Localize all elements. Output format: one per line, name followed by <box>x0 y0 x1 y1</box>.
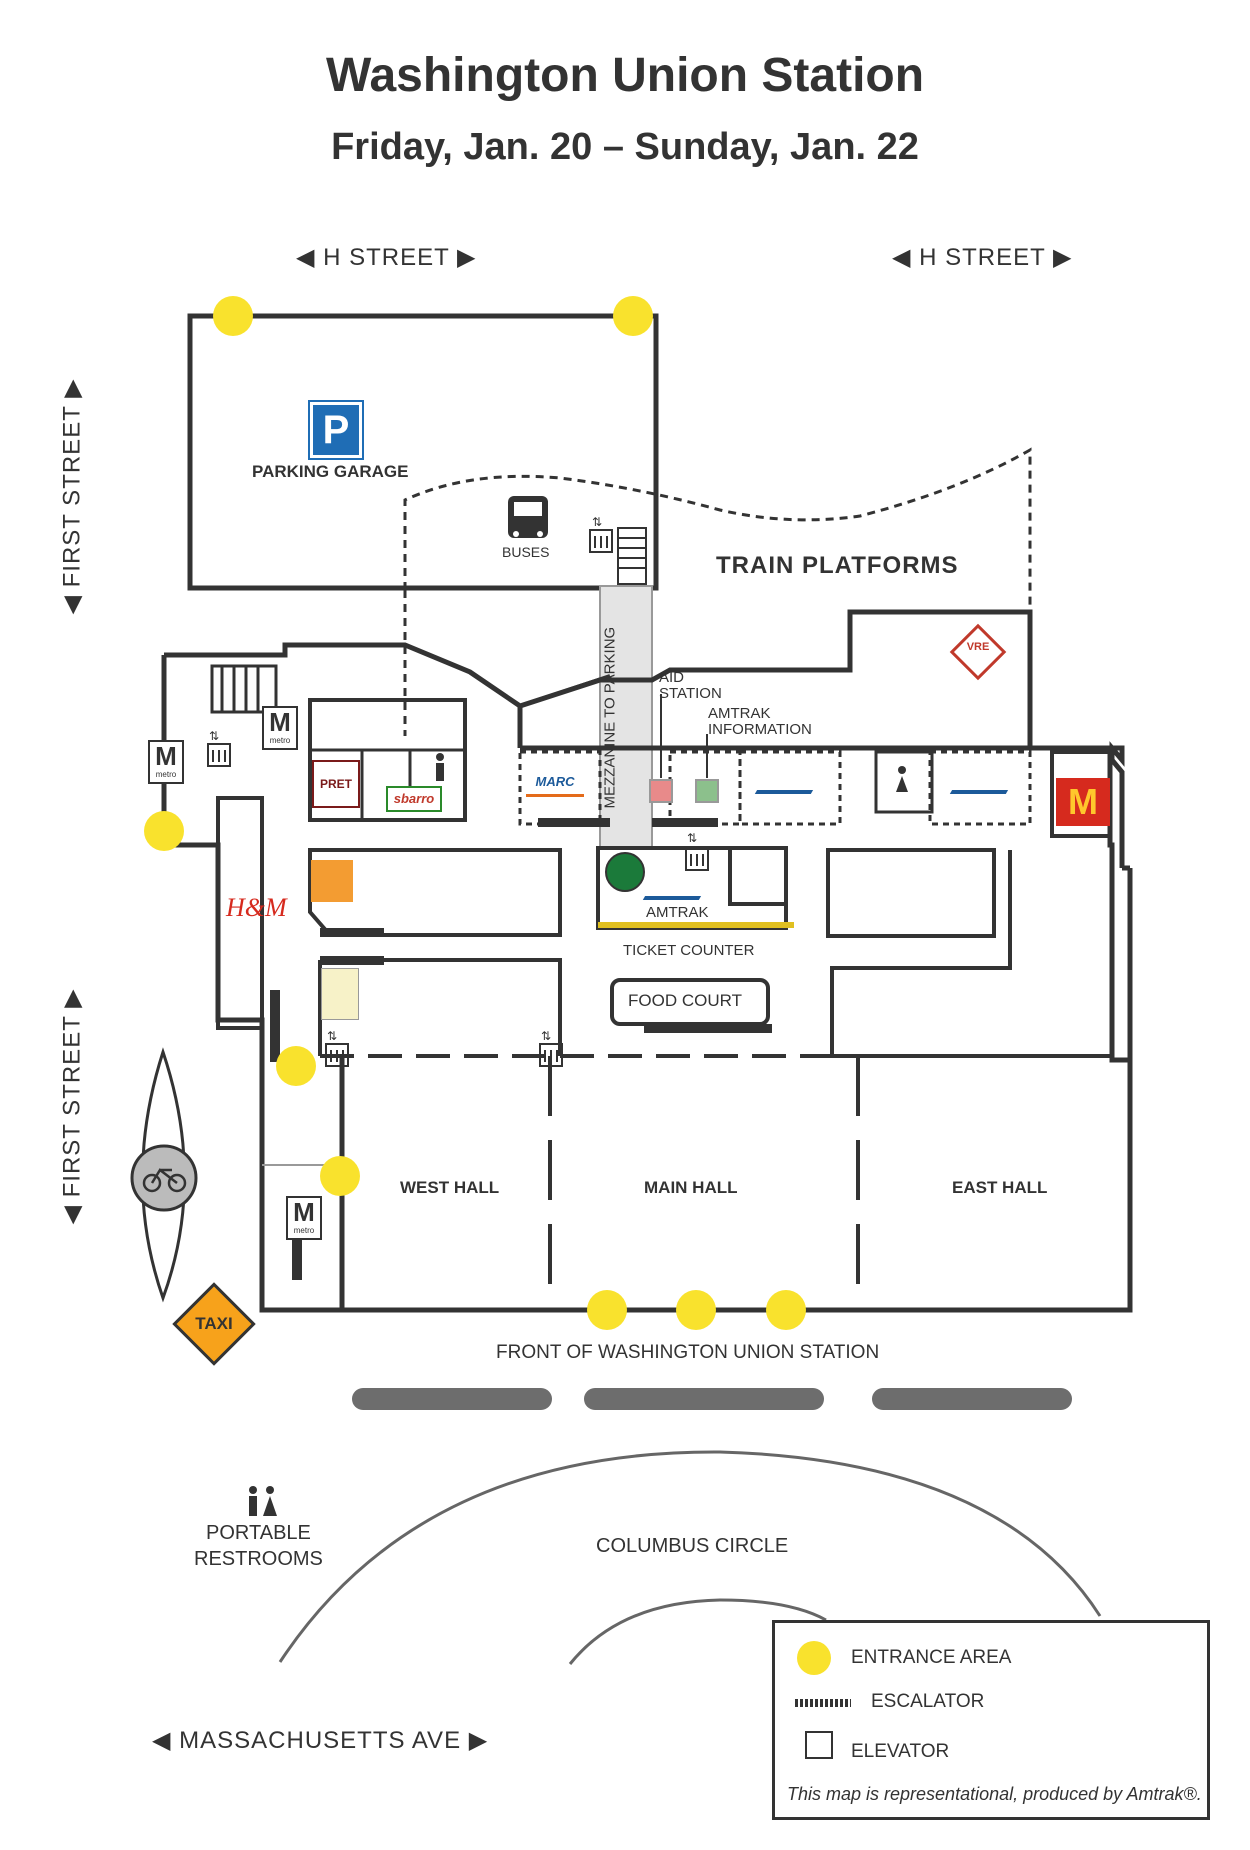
legend-elevator-icon <box>805 1731 833 1759</box>
metro-icon-north: M metro <box>262 706 298 750</box>
legend-entrance-swatch <box>797 1641 831 1675</box>
elevators: ⇅ ⇅ ⇅ ⇅ ⇅ <box>207 515 709 1067</box>
restroom-icon-west <box>436 753 444 781</box>
restroom-icon-east <box>896 766 908 792</box>
amtrak-label: AMTRAK <box>646 904 709 921</box>
amtrak-info-marker <box>695 779 719 803</box>
starbucks-logo <box>605 852 645 892</box>
escalators <box>210 527 772 1280</box>
mezzanine-label: MEZZANINE TO PARKING <box>601 626 619 809</box>
cosi-logo <box>311 860 353 902</box>
columbus-circle-outer <box>278 1450 1102 1663</box>
taxi-label: TAXI <box>195 1314 233 1333</box>
svg-text:⇅: ⇅ <box>327 1029 337 1043</box>
parking-garage-outline <box>187 313 659 591</box>
entrance-garage-east <box>613 296 653 336</box>
vre-logo-text: VRE <box>966 641 990 653</box>
elevator-ticket: ⇅ <box>685 831 709 871</box>
metro-icon-west: M metro <box>148 740 184 784</box>
parking-garage-label: PARKING GARAGE <box>252 462 409 481</box>
pret-logo: PRET <box>312 760 360 808</box>
entrance-front-3 <box>766 1290 806 1330</box>
entrance-areas <box>144 296 806 1330</box>
taxi-icon <box>172 1282 256 1366</box>
escalator-west-1 <box>320 928 384 937</box>
svg-text:⇅: ⇅ <box>209 729 219 743</box>
elevator-west-hall: ⇅ <box>325 1029 349 1067</box>
curb-center <box>584 1388 824 1410</box>
amtrak-logo-3 <box>642 882 710 900</box>
h-street-left-label: ◀ H STREET ▶ <box>296 244 477 271</box>
legend-escalator-swatch <box>795 1699 851 1707</box>
train-platforms-label: TRAIN PLATFORMS <box>716 552 959 579</box>
food-court-label: FOOD COURT <box>628 991 742 1010</box>
buses-label: BUSES <box>502 544 550 560</box>
elevator-garage: ⇅ <box>589 515 613 553</box>
elevator-west: ⇅ <box>207 729 231 767</box>
entrance-front-1 <box>587 1290 627 1330</box>
main-hall-label: MAIN HALL <box>644 1178 738 1197</box>
le-pain-logo <box>321 968 359 1020</box>
front-of-station-label: FRONT OF WASHINGTON UNION STATION <box>496 1342 880 1363</box>
curb-left <box>352 1388 552 1410</box>
amtrak-logo-1 <box>754 776 822 794</box>
bike-lane-shape <box>141 1047 186 1303</box>
aid-station-marker <box>649 779 673 803</box>
svg-text:⇅: ⇅ <box>541 1029 551 1043</box>
entrance-west-lower <box>276 1046 316 1086</box>
svg-text:⇅: ⇅ <box>592 515 602 529</box>
legend-escalator-label: ESCALATOR <box>871 1691 985 1712</box>
sbarro-logo: sbarro <box>386 786 442 812</box>
parking-icon: P <box>308 400 364 460</box>
train-platforms-boundary <box>403 447 1032 610</box>
bus-icon <box>508 496 548 538</box>
elevator-main-hall: ⇅ <box>539 1029 563 1067</box>
entrance-front-2 <box>676 1290 716 1330</box>
west-hall-label: WEST HALL <box>400 1178 500 1197</box>
mcdonalds-logo: M <box>1056 778 1110 826</box>
curb-right <box>872 1388 1072 1410</box>
escalator-aid <box>652 818 718 827</box>
legend-note: This map is representational, produced b… <box>787 1784 1202 1804</box>
bike-icon <box>130 1144 198 1212</box>
escalator-west-vertical <box>270 990 280 1062</box>
map-title: Washington Union Station <box>325 49 925 102</box>
entrance-first-street <box>144 811 184 851</box>
hm-logo: H&M <box>226 893 287 922</box>
escalator-food-court <box>644 1024 772 1033</box>
entrance-garage-west <box>213 296 253 336</box>
escalator-west-stair <box>210 664 278 714</box>
ticket-counter-label: TICKET COUNTER <box>623 942 755 959</box>
svg-text:⇅: ⇅ <box>687 831 697 845</box>
metro-icon-south: M metro <box>286 1196 322 1240</box>
h-street-right-label: ◀ H STREET ▶ <box>892 244 1073 271</box>
portable-restroom-icon <box>249 1486 277 1516</box>
escalator-marc <box>538 818 610 827</box>
legend-elevator-label: ELEVATOR <box>851 1741 950 1762</box>
legend-entrance-label: ENTRANCE AREA <box>851 1647 1012 1668</box>
escalator-metro-south <box>292 1230 302 1280</box>
amtrak-logo-2 <box>949 776 1017 794</box>
massachusetts-ave-label: ◀ MASSACHUSETTS AVE ▶ <box>152 1727 489 1754</box>
marc-logo: MARC <box>526 774 584 797</box>
map-legend: ENTRANCE AREA ESCALATOR ELEVATOR This ma… <box>772 1620 1210 1820</box>
columbus-circle-inner <box>568 1598 827 1665</box>
east-hall-label: EAST HALL <box>952 1178 1048 1197</box>
escalator-garage <box>617 527 647 585</box>
entrance-west-hall <box>320 1156 360 1196</box>
escalator-west-2 <box>320 956 384 965</box>
columbus-circle-label: COLUMBUS CIRCLE <box>596 1535 789 1557</box>
map-subtitle: Friday, Jan. 20 – Sunday, Jan. 22 <box>331 126 919 168</box>
